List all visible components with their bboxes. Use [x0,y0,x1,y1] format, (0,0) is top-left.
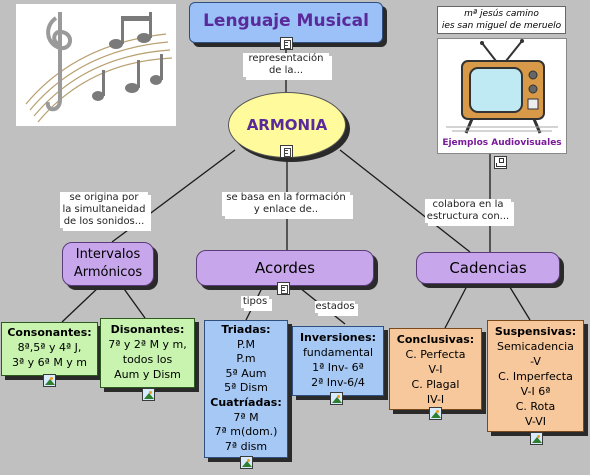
link-origina: se origina por la simultaneidad de los s… [60,192,148,228]
inversiones-node[interactable]: Inversiones: fundamental 1ª Inv- 6ª 2ª I… [292,326,384,396]
cuatriadas-item: 7ª m(dom.) [214,425,278,439]
link-text: la simultaneidad [62,204,146,215]
image-icon[interactable] [240,456,253,469]
disonantes-line: Aum y Dism [114,368,181,381]
image-icon[interactable] [142,388,155,401]
acordes-text: Acordes [255,259,315,277]
triadas-heading: Triadas: [221,323,271,336]
suspensivas-heading: Suspensivas: [494,325,577,338]
line-main-cadencias [339,149,471,253]
triadas-item: 5ª Aum [225,366,267,380]
disonantes-node[interactable]: Disonantes: 7ª y 2ª M y m, todos los Aum… [100,318,195,388]
link-text: tipos [242,296,268,307]
document-icon[interactable] [280,37,293,50]
suspensivas-line: V-VI [525,415,546,428]
disonantes-line: todos los [122,353,173,366]
document-icon[interactable] [280,145,293,158]
link-basa: se basa en la formación y enlace de.. [222,192,350,216]
consonantes-line: 8ª,5ª y 4ª J, [17,341,82,354]
link-representacion: representación de la... [243,53,329,77]
link-text: se origina por [69,192,139,203]
inversiones-line: fundamental [302,346,374,359]
image-icon[interactable] [330,392,343,405]
suspensivas-node[interactable]: Suspensivas: Semicadencia -V C. Imperfec… [487,320,584,432]
suspensivas-line: -V [530,355,541,368]
inversiones-line: 1ª Inv- 6ª [312,361,364,374]
credit-line: mª jesús camino [464,9,539,19]
inversiones-line: 2ª Inv-6/4 [311,376,365,389]
document-icon[interactable] [277,282,290,295]
music-notes-illustration [16,4,176,126]
armonia-text: ARMONIA [246,116,328,134]
suspensivas-line: V-I 6ª [520,385,551,398]
link-estados: estados [315,301,355,313]
title-text: Lenguaje Musical [203,11,369,31]
suspensivas-line: C. Rota [515,400,556,413]
cadencias-node[interactable]: Cadencias [416,252,560,284]
intervalos-text: Intervalos [75,247,141,262]
disonantes-heading: Disonantes: [110,323,185,336]
conclusivas-line: C. Plagal [411,378,460,391]
suspensivas-line: Semicadencia [497,340,574,353]
image-icon[interactable] [530,432,543,445]
link-colabora: colabora en la estructura con... [425,199,511,223]
line-intervals-consonantes [61,285,101,323]
link-text: estados [315,301,355,312]
cuatriadas-item: 7ª M [233,410,259,424]
consonantes-heading: Consonantes: [7,326,92,339]
disonantes-line: 7ª y 2ª M y m, [108,338,187,351]
link-tipos: tipos [241,296,269,308]
line-cadencias-conclusivas [444,283,469,329]
link-text: de los sonidos... [63,216,145,227]
inversiones-heading: Inversiones: [299,331,377,344]
line-intervals-disonantes [121,285,146,319]
link-text: se basa en la formación [226,192,346,203]
line-cadencias-suspensivas [507,283,531,321]
credit-box: mª jesús camino ies san miguel de meruel… [437,6,566,34]
music-notes-icon [25,12,173,123]
television-icon [446,39,558,134]
image-icon[interactable] [429,407,442,420]
tv-illustration[interactable]: Ejemplos Audiovisuales [437,38,567,154]
conclusivas-line: C. Perfecta [405,348,466,361]
conclusivas-heading: Conclusivas: [396,333,475,346]
triadas-item: 5ª Dism [224,381,268,395]
intervalos-node[interactable]: Intervalos Armónicos [62,242,154,286]
link-text: estructura con... [426,211,510,222]
conclusivas-line: IV-I [426,393,445,406]
triadas-node[interactable]: Triadas: P.M P.m 5ª Aum 5ª Dism Cuatríad… [204,320,288,458]
conclusivas-node[interactable]: Conclusivas: C. Perfecta V-I C. Plagal I… [389,328,482,410]
consonantes-node[interactable]: Consonantes: 8ª,5ª y 4ª J, 3ª y 6ª M y m [1,322,98,376]
image-icon[interactable] [43,374,56,387]
acordes-node[interactable]: Acordes [196,250,374,286]
cuatriadas-heading: Cuatríadas: [210,395,282,409]
link-text: de la... [268,65,304,76]
link-text: y enlace de.. [253,204,319,215]
tv-label: Ejemplos Audiovisuales [442,138,562,148]
intervalos-text: Armónicos [73,265,143,280]
link-text: representación [248,53,324,64]
cadencias-text: Cadencias [449,259,527,277]
triadas-item: P.m [236,352,256,366]
suspensivas-line: C. Imperfecta [498,370,573,383]
network-icon[interactable] [494,156,507,169]
cuatriadas-item: 7ª dism [224,439,268,453]
conclusivas-line: V-I [428,363,443,376]
consonantes-line: 3ª y 6ª M y m [11,356,88,369]
link-text: colabora en la [432,199,504,210]
title-node[interactable]: Lenguaje Musical [189,2,383,43]
credit-line: ies san miguel de meruelo [441,21,562,31]
triadas-item: P.M [237,337,255,351]
